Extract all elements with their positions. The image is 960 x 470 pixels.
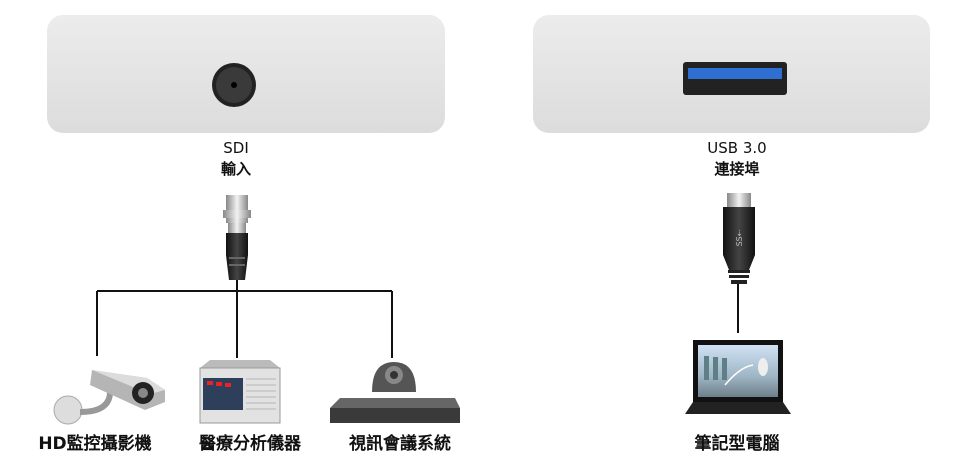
usb-port-icon xyxy=(683,62,787,95)
sdi-port-name: SDI xyxy=(223,139,249,157)
video-conference-icon xyxy=(330,362,460,423)
bnc-connector-icon xyxy=(223,195,251,280)
sdi-device-panel xyxy=(47,15,445,133)
device-label-medical: 醫療分析儀器 xyxy=(199,433,302,454)
usb-connector-icon: SS⇠ xyxy=(723,193,755,284)
usb-port-desc: 連接埠 xyxy=(714,160,759,178)
device-label-laptop: 筆記型電腦 xyxy=(695,433,780,454)
sdi-port-icon xyxy=(212,63,256,107)
sdi-wiring xyxy=(96,280,393,358)
svg-text:SS⇠: SS⇠ xyxy=(735,229,744,246)
sdi-port-desc: 輸入 xyxy=(221,160,251,178)
device-label-video-conference: 視訊會議系統 xyxy=(348,433,451,454)
medical-analyzer-icon xyxy=(199,360,281,424)
usb-device-panel xyxy=(533,15,930,133)
device-label-camera: HD監控攝影機 xyxy=(38,433,151,454)
security-camera-icon xyxy=(53,370,165,425)
laptop-icon xyxy=(685,340,791,414)
usb-port-name: USB 3.0 xyxy=(707,139,766,157)
